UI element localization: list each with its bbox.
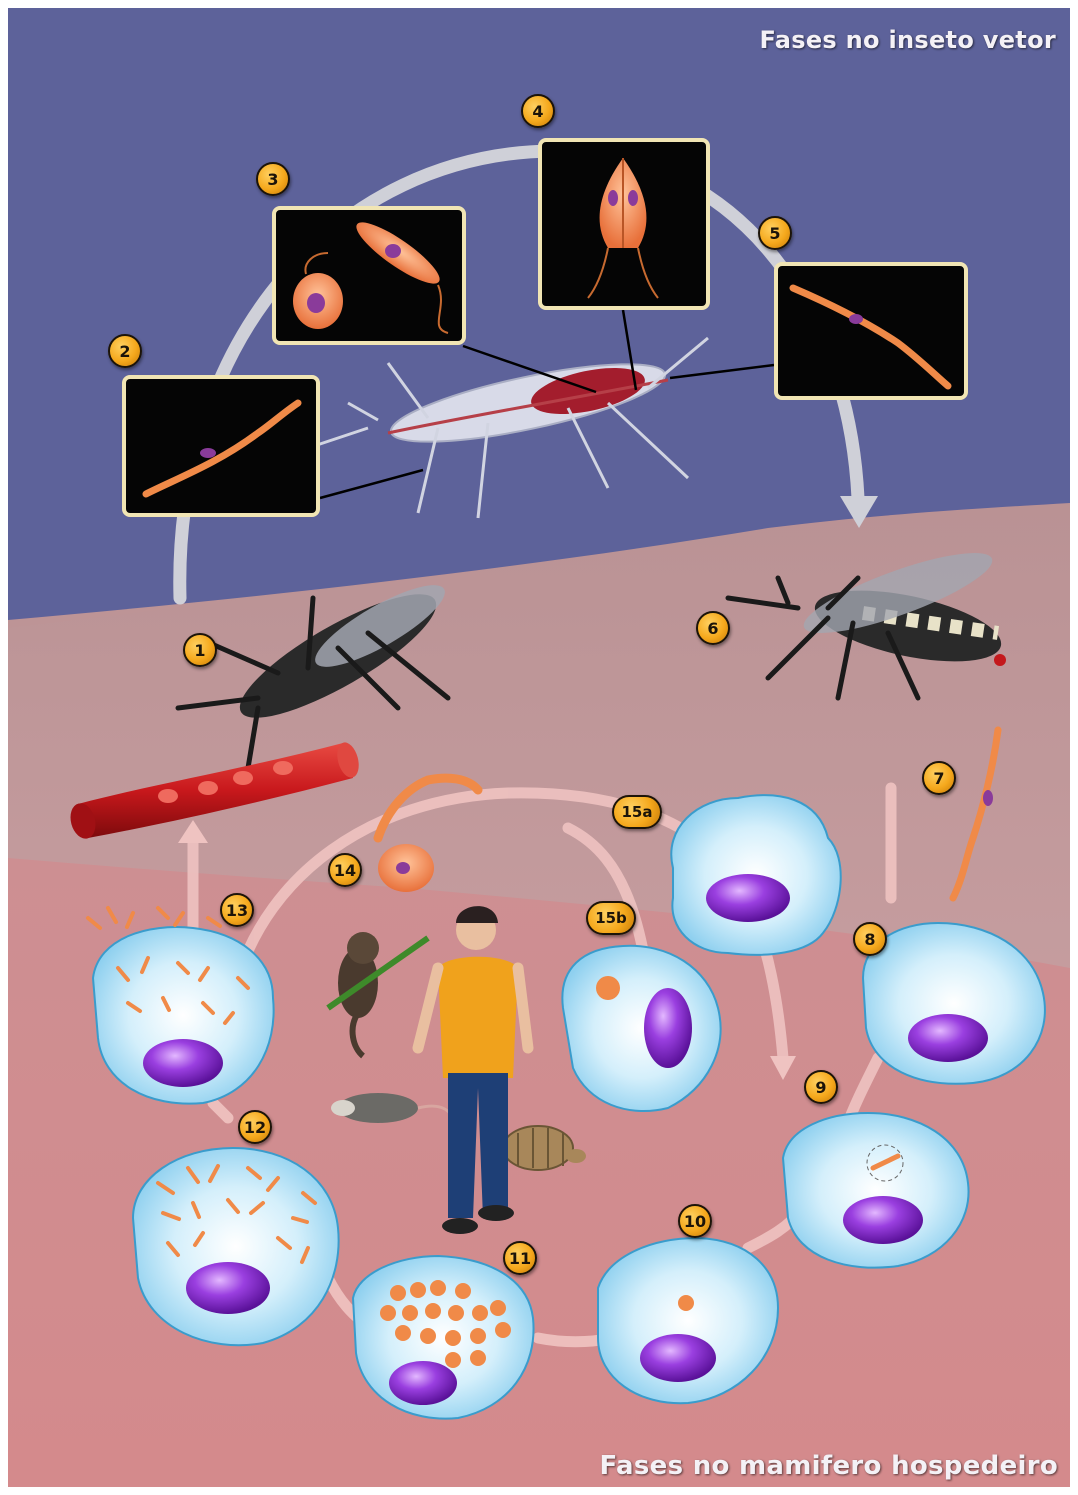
- host-cell-15b: [562, 946, 720, 1111]
- host-cell-15a: [671, 795, 840, 955]
- host-cell-12: [133, 1148, 339, 1345]
- stage-4-box: [540, 140, 708, 308]
- stage-badge-15a: 15a: [612, 795, 662, 829]
- stage-badge-2: 2: [108, 334, 142, 368]
- diagram-canvas: [8, 8, 1070, 1487]
- stage-badge-1: 1: [183, 633, 217, 667]
- host-cell-9: [783, 1113, 969, 1268]
- stage-badge-6: 6: [696, 611, 730, 645]
- life-cycle-diagram: Fases no inseto vetor Fases no mamifero …: [8, 8, 1070, 1487]
- stage-5-box: [776, 264, 966, 398]
- stage-badge-7: 7: [922, 761, 956, 795]
- stage-badge-11: 11: [503, 1241, 537, 1275]
- stage-badge-10: 10: [678, 1204, 712, 1238]
- stage-badge-4: 4: [521, 94, 555, 128]
- stage-3-box: [274, 208, 464, 343]
- stage-badge-3: 3: [256, 162, 290, 196]
- stage-badge-14: 14: [328, 853, 362, 887]
- stage-badge-15b: 15b: [586, 901, 636, 935]
- stage-badge-13: 13: [220, 893, 254, 927]
- stage-2-box: [124, 377, 318, 515]
- host-cell-11: [353, 1256, 534, 1419]
- stage-badge-8: 8: [853, 922, 887, 956]
- host-phase-title: Fases no mamifero hospedeiro: [600, 1451, 1059, 1481]
- stage-badge-5: 5: [758, 216, 792, 250]
- vector-phase-title: Fases no inseto vetor: [759, 26, 1056, 54]
- stage-badge-9: 9: [804, 1070, 838, 1104]
- stage-badge-12: 12: [238, 1110, 272, 1144]
